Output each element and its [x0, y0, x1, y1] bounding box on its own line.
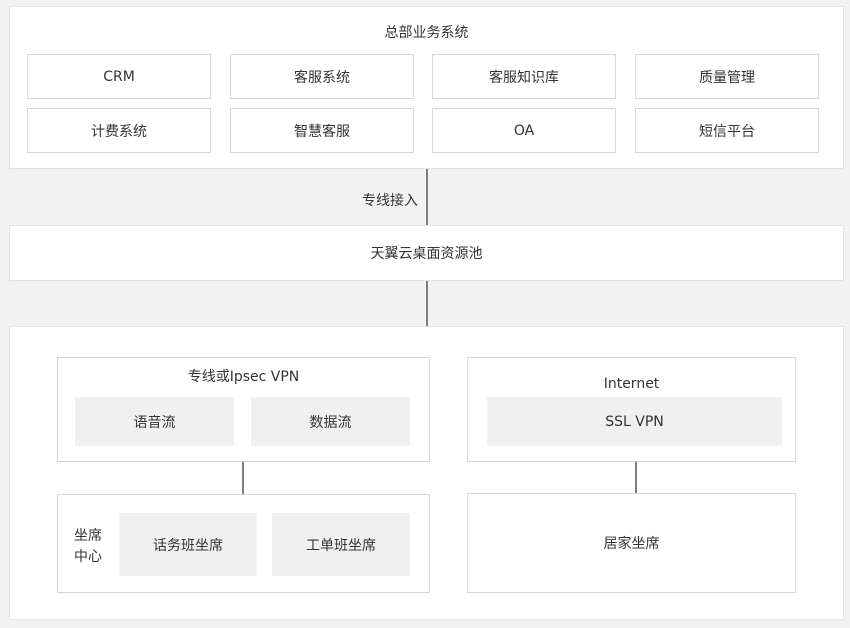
- connector-pool-bottom: [426, 281, 428, 326]
- vpn-title: 专线或Ipsec VPN: [187, 369, 300, 385]
- system-billing: 计费系统: [27, 108, 211, 153]
- seat-center-label-line1: 坐席: [74, 528, 102, 544]
- seat-center-label: 坐席 中心: [74, 526, 102, 568]
- internet-title: Internet: [603, 376, 660, 392]
- home-seat-box: 居家坐席: [467, 493, 796, 593]
- cloud-desktop-pool: 天翼云桌面资源池: [9, 225, 844, 281]
- system-quality-management: 质量管理: [635, 54, 819, 99]
- connector-vpn-seat-center: [242, 462, 244, 495]
- system-crm: CRM: [27, 54, 211, 99]
- data-stream: 数据流: [251, 397, 410, 446]
- voice-stream: 语音流: [75, 397, 234, 446]
- leased-line-label: 专线接入: [362, 193, 418, 209]
- seat-center-label-line2: 中心: [74, 549, 102, 565]
- ticket-team-seat: 工单班坐席: [272, 513, 410, 576]
- ssl-vpn: SSL VPN: [487, 397, 782, 446]
- system-smart-service: 智慧客服: [230, 108, 414, 153]
- hq-title: 总部业务系统: [384, 25, 469, 41]
- cloud-desktop-pool-title: 天翼云桌面资源池: [370, 246, 483, 262]
- system-sms-platform: 短信平台: [635, 108, 819, 153]
- system-knowledge-base: 客服知识库: [432, 54, 616, 99]
- connector-internet-home-seat: [635, 462, 637, 493]
- connector-hq-pool: [426, 169, 428, 225]
- system-customer-service: 客服系统: [230, 54, 414, 99]
- system-oa: OA: [432, 108, 616, 153]
- phone-team-seat: 话务班坐席: [119, 513, 257, 576]
